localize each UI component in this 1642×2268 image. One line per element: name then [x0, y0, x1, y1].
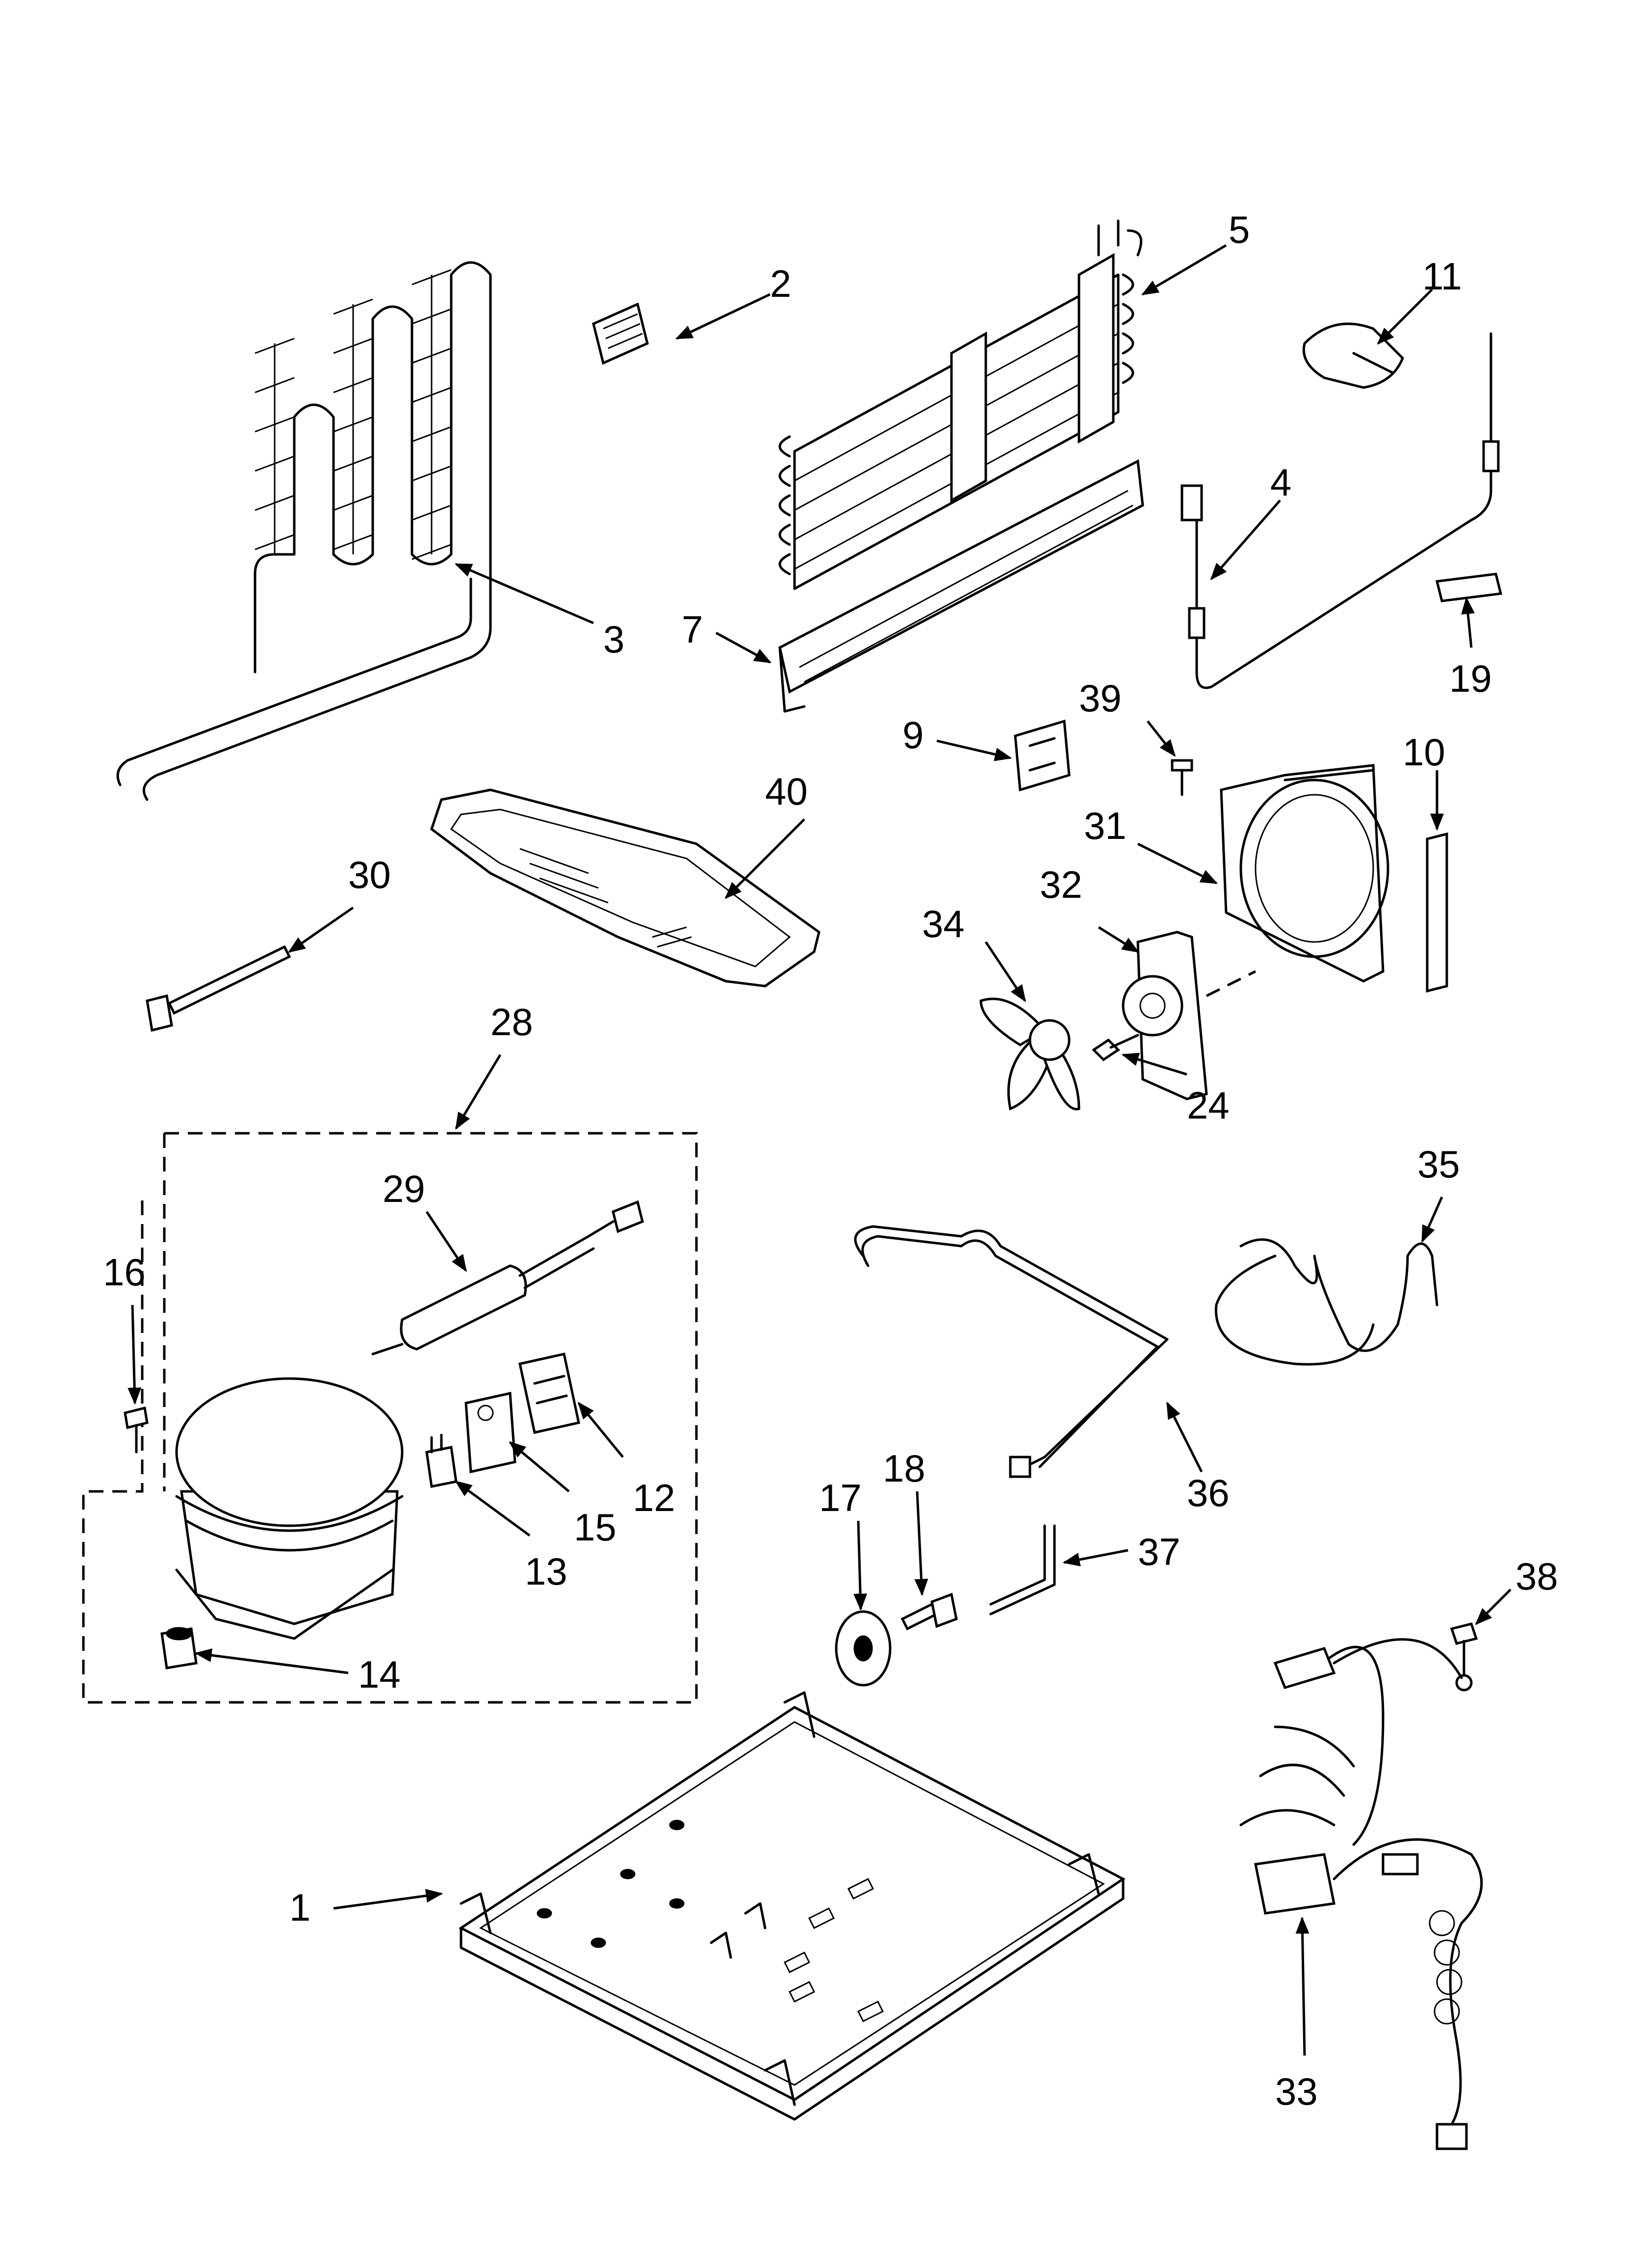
callout-29: 29: [383, 1167, 425, 1210]
fan-shroud: [1220, 764, 1389, 983]
base-frame: [459, 1691, 1126, 2121]
elbow-tube: [989, 1524, 1056, 1616]
start-relay: [464, 1391, 516, 1474]
callout-33: 33: [1275, 2070, 1318, 2113]
axle-pin: [900, 1592, 958, 1631]
callout-15: 15: [574, 1506, 616, 1549]
loop-tube: [1214, 1238, 1438, 1366]
callout-36: 36: [1187, 1471, 1230, 1514]
screw-39: [1171, 759, 1193, 796]
callout-labels: 2 5 11 4 3 7 19 9 39 10 40 31 32 30 34 2…: [103, 208, 1558, 2113]
callout-35: 35: [1417, 1143, 1460, 1186]
screw-16: [124, 1406, 149, 1454]
callout-40: 40: [765, 770, 808, 813]
leader-lines: [128, 244, 1512, 2056]
callout-30: 30: [348, 853, 391, 896]
drain-pan: [430, 788, 821, 988]
callout-18: 18: [883, 1447, 925, 1490]
callout-5: 5: [1229, 208, 1250, 251]
callout-39: 39: [1079, 677, 1122, 720]
evaporator-coil: [778, 219, 1143, 590]
filter-drier: [371, 1200, 644, 1356]
callout-1: 1: [289, 1886, 310, 1929]
gasket-strip: [1426, 832, 1448, 993]
defrost-sensor-harness: [1180, 332, 1500, 689]
callout-37: 37: [1138, 1530, 1180, 1573]
callout-11: 11: [1422, 255, 1462, 298]
callout-7: 7: [682, 608, 703, 651]
bracket: [1014, 719, 1071, 792]
callout-9: 9: [902, 713, 924, 756]
roller-wheel: [835, 1610, 892, 1687]
callout-31: 31: [1084, 804, 1127, 847]
refrigerant-tube: [854, 1225, 1169, 1478]
clip: [1435, 573, 1503, 602]
fan-blade: [979, 997, 1080, 1111]
callout-4: 4: [1270, 461, 1291, 504]
wire-harness: [1239, 1638, 1483, 2150]
cable-tie: [146, 945, 291, 1032]
kit-boundary: [82, 1132, 698, 1704]
callout-10: 10: [1403, 730, 1445, 774]
callout-16: 16: [103, 1251, 146, 1294]
callout-3: 3: [603, 618, 624, 661]
fan-motor: [1122, 931, 1257, 1100]
condenser-coil: [116, 261, 492, 801]
small-pad: [592, 302, 649, 365]
callout-17: 17: [819, 1476, 862, 1519]
callout-14: 14: [358, 1653, 401, 1696]
callout-13: 13: [525, 1550, 567, 1593]
callout-19: 19: [1449, 657, 1492, 700]
grommet: [160, 1627, 198, 1669]
overload-protector: [518, 1353, 580, 1434]
drain-trough: [778, 459, 1144, 713]
screw-38: [1450, 1622, 1478, 1692]
callout-32: 32: [1040, 863, 1082, 906]
screw-24: [1092, 1034, 1139, 1062]
callout-34: 34: [922, 902, 965, 945]
callout-24: 24: [1187, 1084, 1230, 1127]
callout-12: 12: [633, 1476, 675, 1519]
compressor: [175, 1377, 404, 1640]
terminal-connector: [425, 1434, 458, 1488]
callout-28: 28: [490, 1000, 533, 1043]
callout-38: 38: [1515, 1555, 1558, 1598]
callout-2: 2: [770, 262, 791, 305]
